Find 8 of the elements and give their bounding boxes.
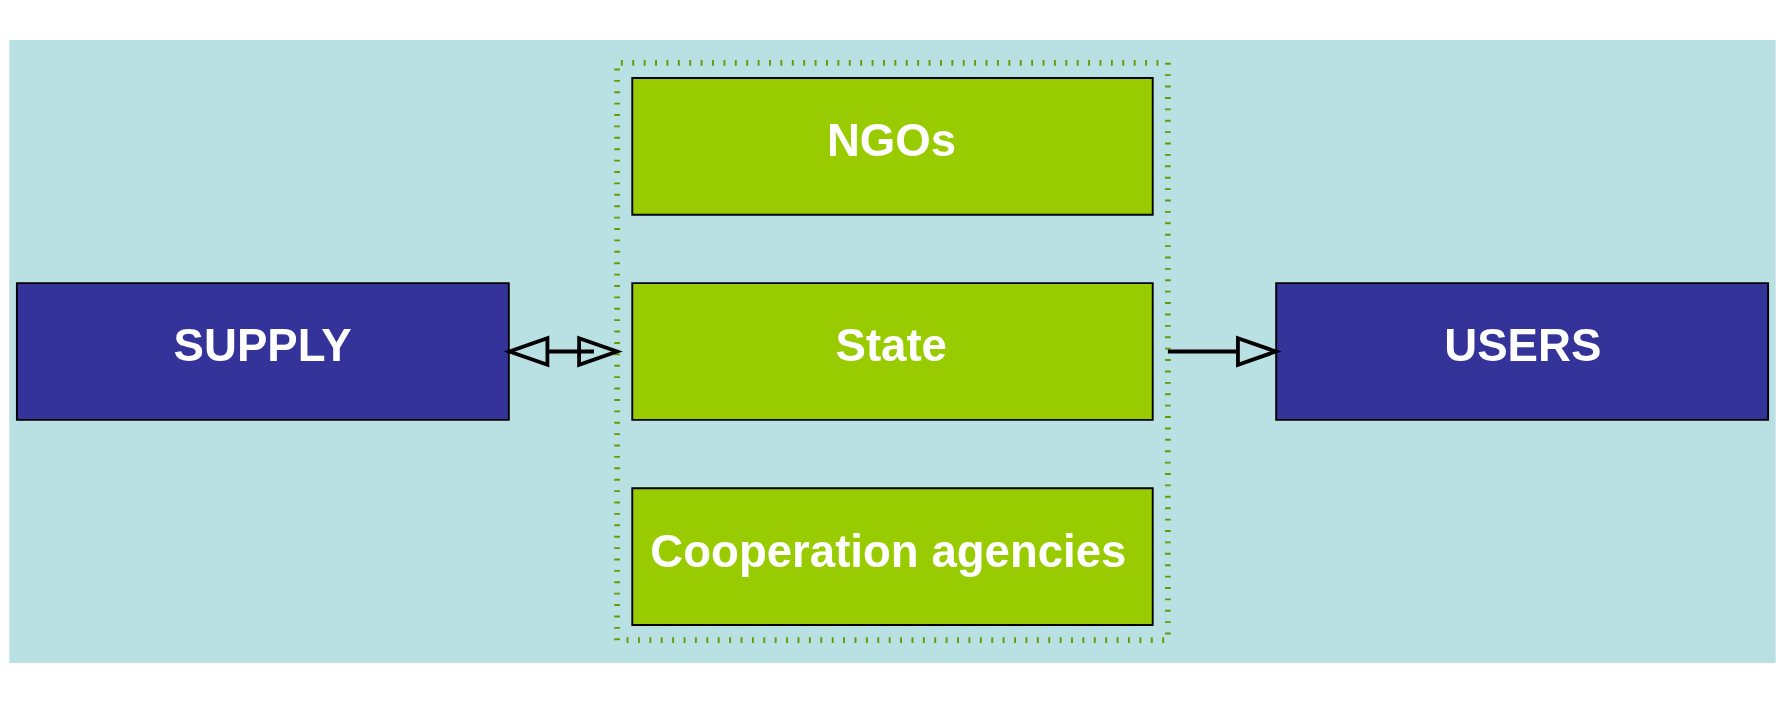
- node-box: NGOs: [631, 77, 1154, 216]
- arrow: [503, 335, 623, 368]
- node-box: SUPPLY: [15, 282, 510, 421]
- cluster: [614, 59, 1171, 644]
- node-box: Cooperation agencies: [631, 487, 1154, 626]
- node-box: State: [631, 282, 1154, 421]
- node-box: USERS: [1275, 282, 1770, 421]
- arrow: [1167, 335, 1282, 368]
